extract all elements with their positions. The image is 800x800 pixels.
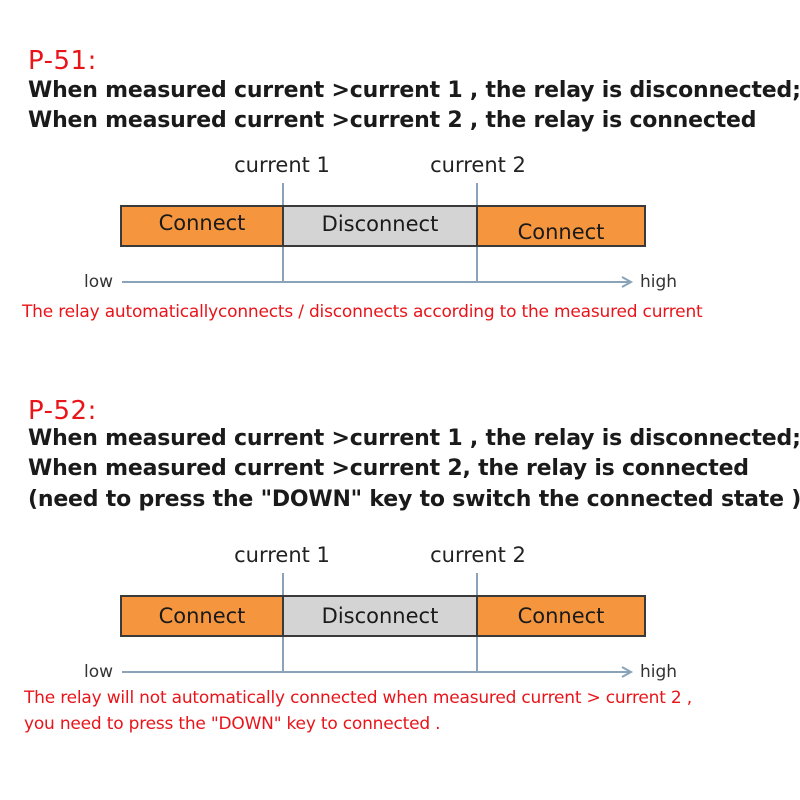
current-axis-arrow xyxy=(122,666,634,678)
marker-current-1: current 1 xyxy=(234,153,330,177)
section-code-p51: P-51: xyxy=(28,46,97,76)
axis-high-label: high xyxy=(640,662,678,682)
current-axis-arrow xyxy=(122,276,634,288)
behavior-note-line-2: you need to press the "DOWN" key to conn… xyxy=(24,714,441,734)
axis-high-label: high xyxy=(640,272,678,292)
segment-disconnect: Disconnect xyxy=(282,205,478,247)
marker-current-2: current 2 xyxy=(430,153,526,177)
axis-low-label: low xyxy=(84,662,114,682)
segment-disconnect: Disconnect xyxy=(282,595,478,637)
condition-line-2: When measured current >current 2 , the r… xyxy=(28,108,757,133)
behavior-note: The relay automaticallyconnects / discon… xyxy=(22,302,703,322)
marker-current-2: current 2 xyxy=(430,543,526,567)
condition-line-1: When measured current >current 1 , the r… xyxy=(28,78,800,103)
marker-current-1: current 1 xyxy=(234,543,330,567)
condition-line-2: When measured current >current 2, the re… xyxy=(28,456,749,481)
segment-connect-low: Connect xyxy=(120,205,284,247)
segment-connect-high: Connect xyxy=(476,205,646,247)
axis-low-label: low xyxy=(84,272,114,292)
segment-connect-low: Connect xyxy=(120,595,284,637)
condition-line-3: (need to press the "DOWN" key to switch … xyxy=(28,487,800,512)
condition-line-1: When measured current >current 1 , the r… xyxy=(28,426,800,451)
behavior-note-line-1: The relay will not automatically connect… xyxy=(24,688,692,708)
section-code-p52: P-52: xyxy=(28,396,97,426)
segment-connect-high: Connect xyxy=(476,595,646,637)
